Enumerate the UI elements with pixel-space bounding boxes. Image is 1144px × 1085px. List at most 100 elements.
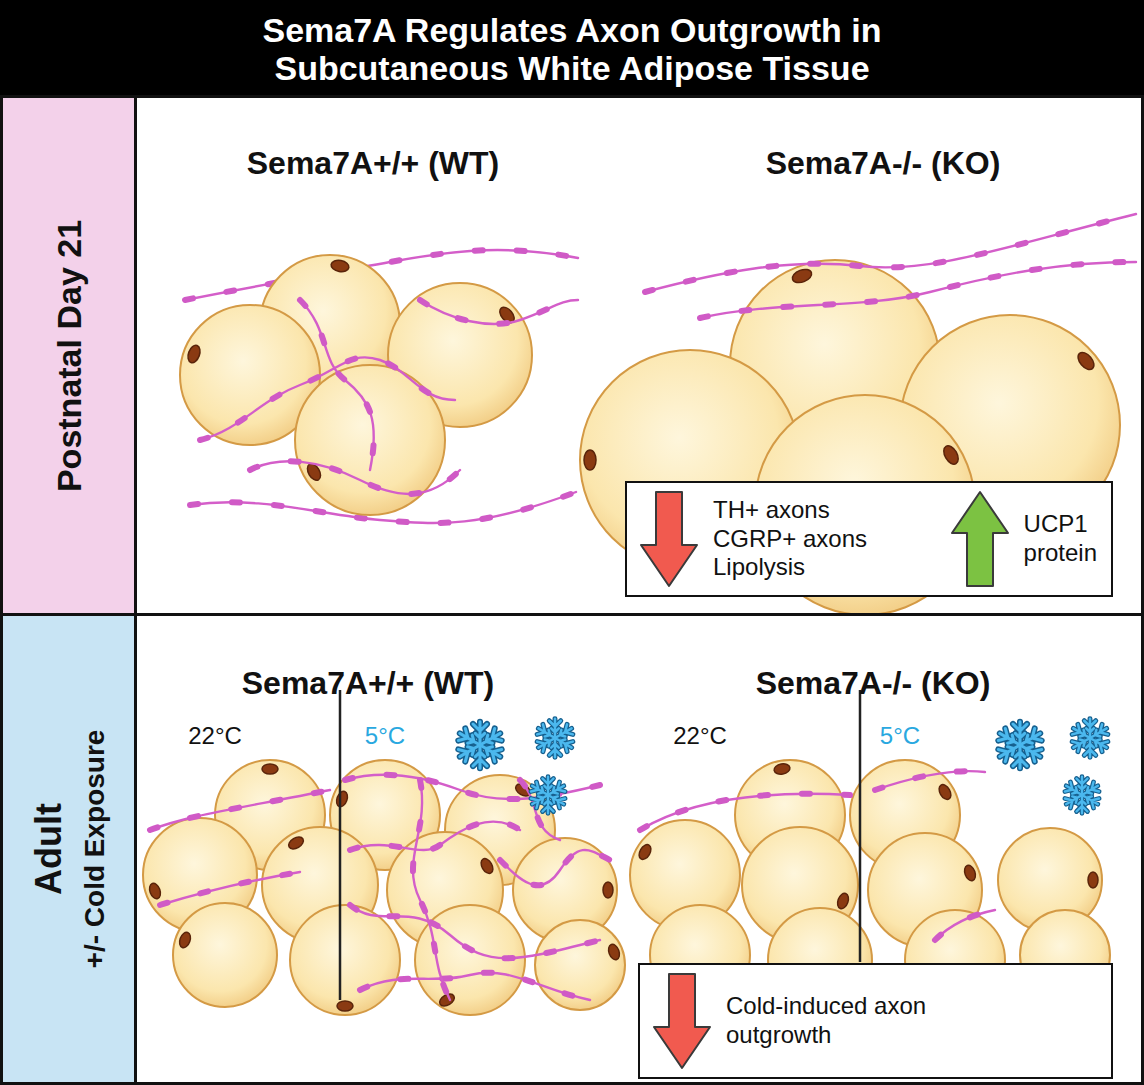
nucleus bbox=[330, 259, 350, 273]
nucleus bbox=[773, 763, 790, 776]
nucleus bbox=[836, 892, 851, 910]
axon-varicosity bbox=[935, 910, 995, 940]
panel: Sema7A+/+ (WT) Sema7A-/- (KO) TH+ axonsCGR… bbox=[134, 95, 1144, 616]
result-text: Lipolysis bbox=[713, 553, 867, 582]
axon-varicosity bbox=[250, 461, 460, 494]
nucleus bbox=[186, 344, 202, 365]
axon-varicosity bbox=[350, 822, 520, 850]
wt-adult-tissue bbox=[143, 690, 625, 1015]
decrease-arrow bbox=[650, 971, 714, 1071]
nucleus bbox=[178, 931, 193, 949]
genotype-heading: Sema7A-/- (KO) bbox=[766, 145, 1001, 182]
axon-varicosity bbox=[645, 214, 1136, 292]
divider-line bbox=[859, 690, 862, 962]
nucleus bbox=[637, 843, 654, 862]
axon bbox=[645, 214, 1136, 292]
axon-varicosity bbox=[150, 790, 330, 830]
row-label: Postnatal Day 21 bbox=[49, 219, 88, 491]
axon bbox=[413, 780, 450, 1000]
snowflake bbox=[536, 719, 575, 757]
result-text: Cold-induced axon outgrowth bbox=[726, 992, 966, 1050]
axon bbox=[875, 771, 985, 790]
axon-varicosity bbox=[700, 262, 1136, 318]
decrease-arrow bbox=[654, 974, 710, 1068]
row-sublabel: +/- Cold Exposure bbox=[79, 730, 111, 969]
axon-varicosity bbox=[875, 771, 985, 790]
axon bbox=[420, 300, 578, 324]
text-column: UCP1 protein bbox=[1024, 510, 1097, 568]
snowflake bbox=[529, 777, 566, 814]
nucleus bbox=[1088, 872, 1098, 888]
result-text: UCP1 protein bbox=[1024, 510, 1097, 568]
result-box: TH+ axonsCGRP+ axonsLipolysis UCP1 protei… bbox=[625, 481, 1113, 597]
nucleus bbox=[1075, 349, 1097, 372]
row-band: Postnatal Day 21 bbox=[0, 95, 137, 616]
genotype-heading: Sema7A+/+ (WT) bbox=[242, 665, 495, 702]
axon bbox=[350, 822, 520, 850]
axon-varicosity bbox=[413, 780, 450, 1000]
row-band: Adult +/- Cold Exposure bbox=[0, 613, 137, 1085]
wt-p21-tissue bbox=[180, 250, 578, 523]
snowflake bbox=[456, 722, 503, 769]
ko-p21-tissue bbox=[580, 214, 1136, 615]
snowflake bbox=[1071, 719, 1110, 757]
nucleus bbox=[287, 835, 306, 852]
nucleus bbox=[941, 443, 961, 466]
axon bbox=[935, 910, 995, 940]
result-text: CGRP+ axons bbox=[713, 525, 867, 554]
adipocyte bbox=[173, 903, 277, 1007]
axon bbox=[200, 357, 455, 440]
text-column: Cold-induced axon outgrowth bbox=[726, 992, 966, 1050]
adipocyte bbox=[290, 905, 400, 1015]
title-text: Sema7A Regulates Axon Outgrowth in Subcu… bbox=[182, 11, 962, 88]
row-label: Adult bbox=[28, 803, 70, 895]
nucleus bbox=[335, 790, 350, 808]
snowflake bbox=[996, 722, 1043, 769]
nucleus bbox=[963, 864, 978, 882]
axon bbox=[160, 872, 300, 905]
nucleus bbox=[148, 882, 163, 900]
axon bbox=[350, 905, 600, 958]
axon-varicosity bbox=[500, 850, 610, 885]
panel: Sema7A+/+ (WT) Sema7A-/- (KO) Cold-induced… bbox=[134, 613, 1144, 1085]
genotype-heading: Sema7A-/- (KO) bbox=[756, 665, 991, 702]
axon-varicosity bbox=[640, 794, 850, 830]
increase-arrow bbox=[948, 489, 1012, 589]
text-column: TH+ axonsCGRP+ axonsLipolysis bbox=[713, 496, 867, 582]
snowflake bbox=[1063, 777, 1100, 814]
temperature-label: 22°C bbox=[188, 722, 242, 750]
decrease-arrow bbox=[641, 492, 697, 586]
nucleus bbox=[479, 857, 496, 876]
axon bbox=[500, 850, 610, 885]
nucleus bbox=[603, 882, 613, 898]
axon-varicosity bbox=[160, 872, 300, 905]
axon bbox=[700, 262, 1136, 318]
result-text: TH+ axons bbox=[713, 496, 867, 525]
axon-varicosity bbox=[360, 973, 590, 1000]
axon bbox=[360, 973, 590, 1000]
axon bbox=[640, 794, 850, 830]
divider-line bbox=[339, 690, 342, 1000]
nucleus bbox=[937, 783, 954, 802]
axon-varicosity bbox=[200, 357, 455, 440]
axon-varicosity bbox=[420, 300, 578, 324]
axon-varicosity bbox=[300, 300, 374, 470]
axon-varicosity bbox=[350, 905, 600, 958]
genotype-heading: Sema7A+/+ (WT) bbox=[247, 145, 500, 182]
decrease-arrow bbox=[637, 489, 701, 589]
nucleus bbox=[607, 943, 622, 961]
result-box: Cold-induced axon outgrowth bbox=[638, 963, 1113, 1079]
nucleus bbox=[262, 764, 278, 774]
axon bbox=[250, 461, 460, 494]
title-banner: Sema7A Regulates Axon Outgrowth in Subcu… bbox=[0, 0, 1144, 98]
temperature-label: 22°C bbox=[673, 722, 727, 750]
nucleus bbox=[791, 267, 814, 285]
temperature-label: 5°C bbox=[365, 722, 405, 750]
increase-arrow bbox=[952, 492, 1008, 586]
axon bbox=[150, 790, 330, 830]
nucleus bbox=[337, 1001, 353, 1011]
nucleus bbox=[584, 450, 596, 470]
axon bbox=[300, 300, 374, 470]
temperature-label: 5°C bbox=[880, 722, 920, 750]
